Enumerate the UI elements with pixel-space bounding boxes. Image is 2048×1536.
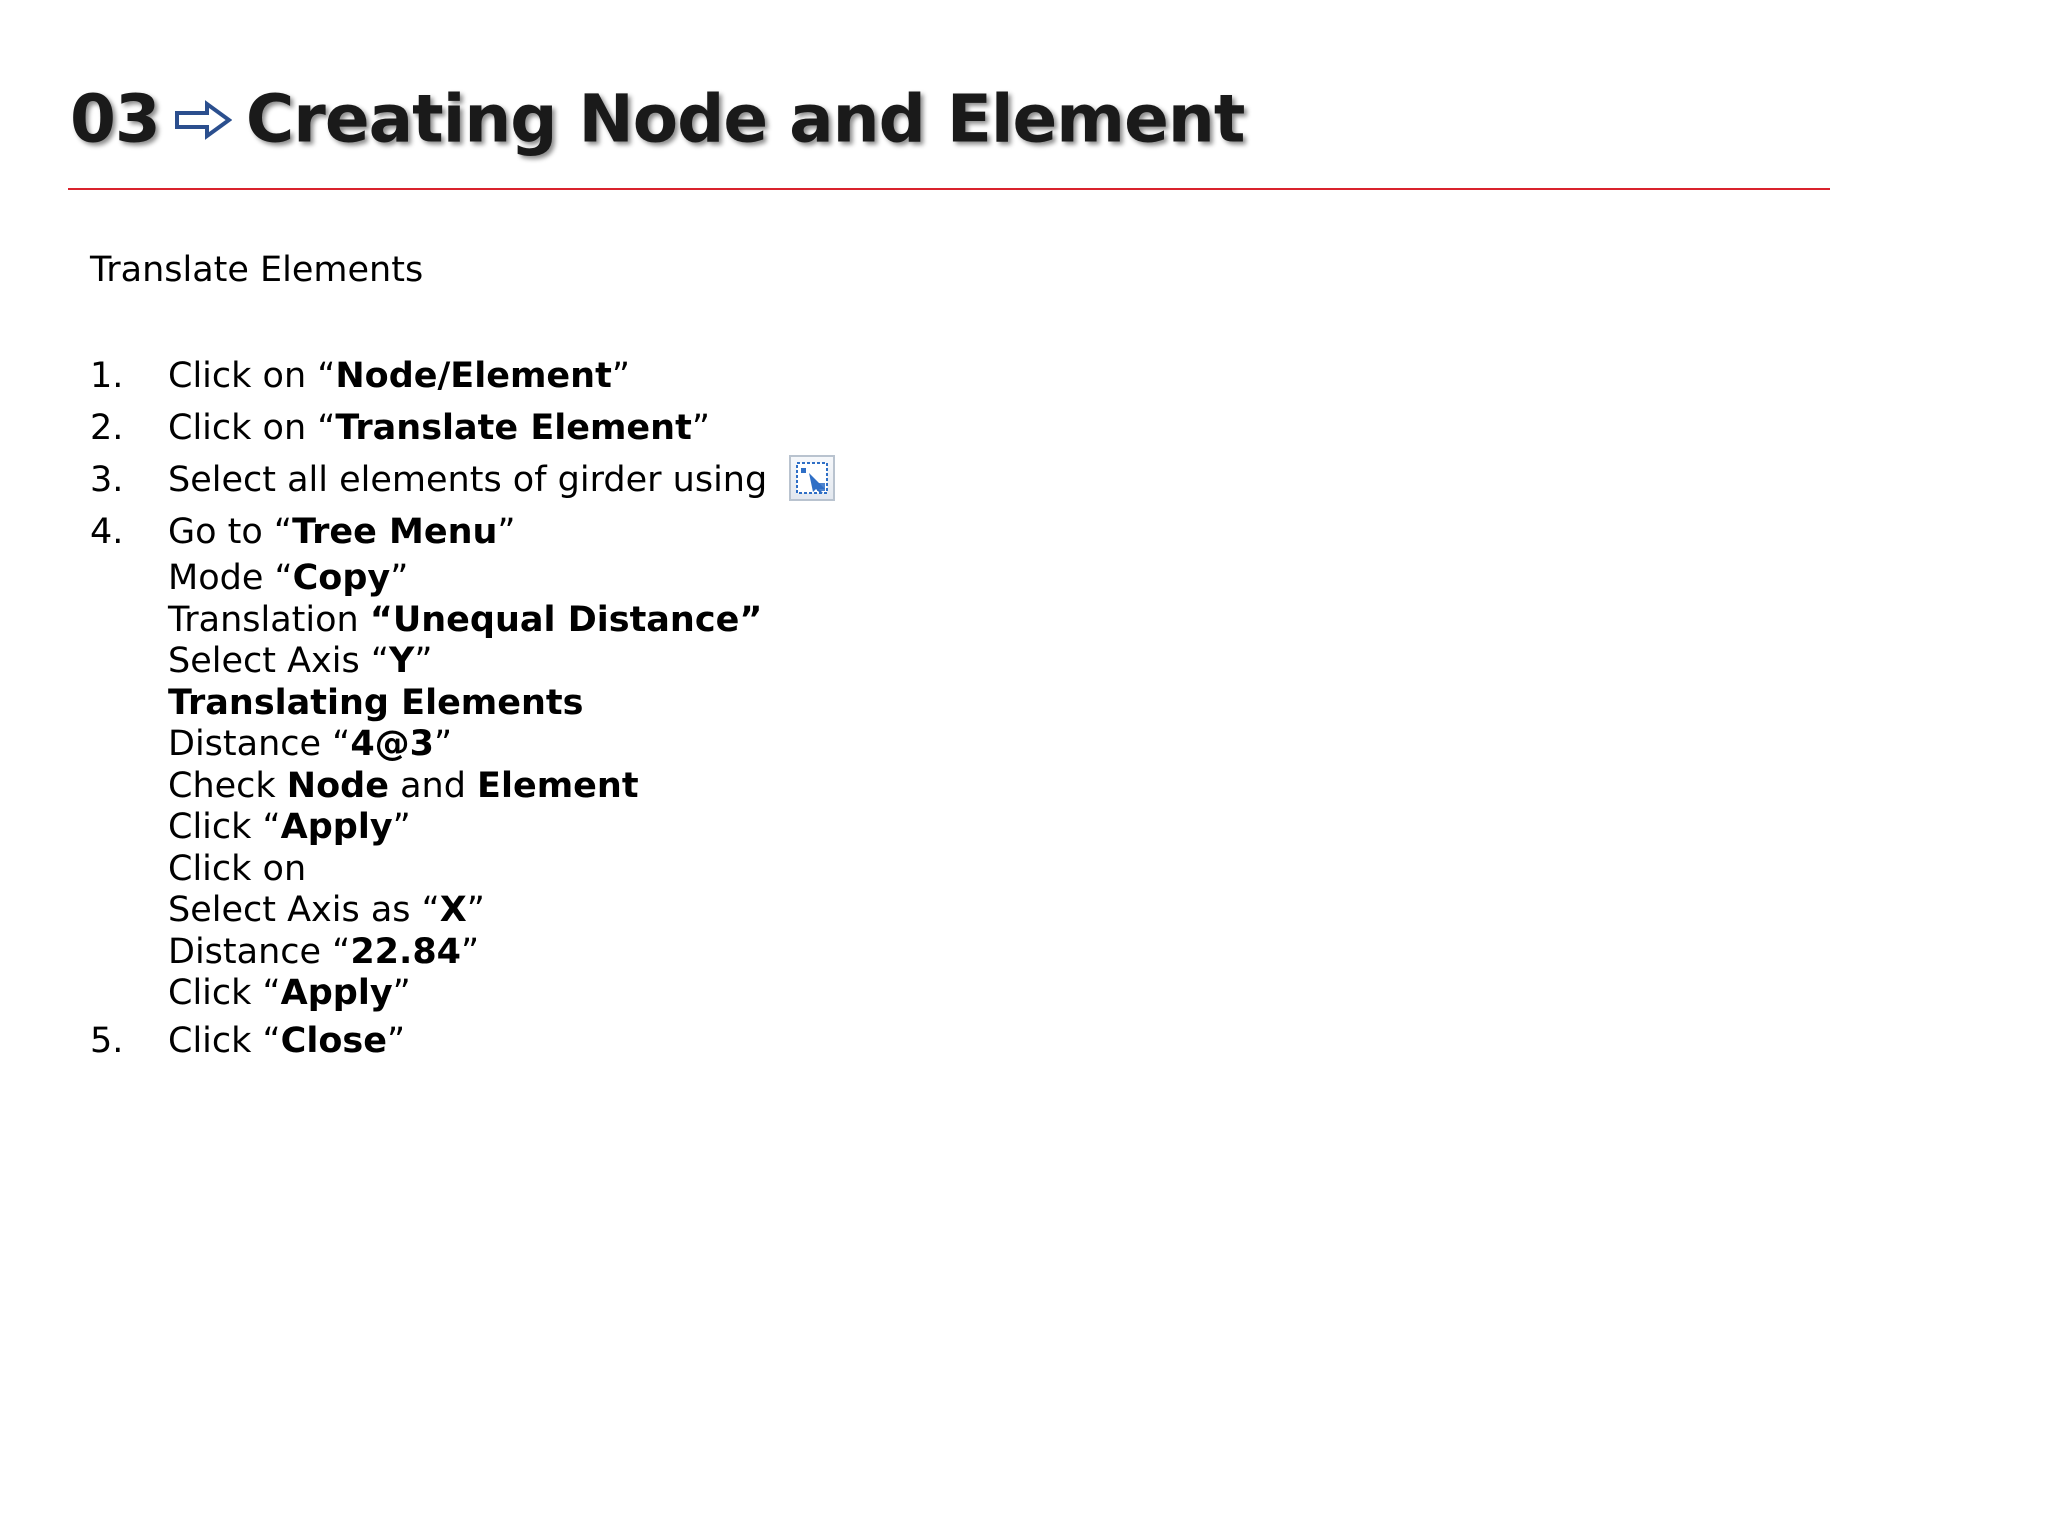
step-4: 4. Go to “Tree Menu” Mode “Copy” Transla… bbox=[90, 506, 835, 1015]
sub-step-translating-elements: Translating Elements bbox=[168, 682, 584, 723]
step-text: Select all elements of girder using bbox=[168, 454, 836, 506]
sub-step-apply-2: Click “Apply” bbox=[168, 973, 411, 1013]
step-number: 5. bbox=[90, 1020, 124, 1061]
title-text: Creating Node and Element bbox=[245, 80, 1246, 158]
title-number: 03 bbox=[70, 80, 161, 158]
title-divider bbox=[68, 188, 1830, 190]
step-text: Click on “Node/Element” bbox=[168, 356, 630, 396]
sub-step-axis-x: Select Axis as “X” bbox=[168, 890, 485, 930]
step-4-heading: Go to “Tree Menu” bbox=[168, 512, 516, 552]
steps-list: 1. Click on “Node/Element” 2. Click on “… bbox=[90, 350, 836, 1067]
step-number: 2. bbox=[90, 408, 124, 448]
sub-step-distance-2: Distance “22.84” bbox=[168, 931, 480, 972]
step-number: 4. bbox=[90, 512, 124, 552]
section-subtitle: Translate Elements bbox=[90, 250, 424, 290]
slide-title: 03 Creating Node and Element bbox=[70, 80, 1246, 165]
step-number: 1. bbox=[90, 356, 124, 396]
step-5: 5. Click “Close” bbox=[90, 1015, 835, 1067]
sub-step-check: Check Node and Element bbox=[168, 765, 639, 806]
step-text: Go to “Tree Menu” Mode “Copy” Translatio… bbox=[168, 506, 762, 1015]
sub-step-click-on: Click on bbox=[168, 848, 307, 889]
sub-step-mode: Mode “Copy” bbox=[168, 558, 409, 598]
sub-step-axis-y: Select Axis “Y” bbox=[168, 641, 433, 681]
step-2: 2. Click on “Translate Element” bbox=[90, 402, 835, 454]
step-1: 1. Click on “Node/Element” bbox=[90, 350, 835, 402]
sub-step-translation: Translation “Unequal Distance” bbox=[168, 599, 763, 640]
step-text: Click “Close” bbox=[168, 1020, 406, 1061]
sub-step-distance-1: Distance “4@3” bbox=[168, 724, 453, 764]
step-keyword: Translate Element bbox=[335, 408, 692, 448]
step-keyword: Close bbox=[280, 1020, 387, 1061]
sub-step-apply-1: Click “Apply” bbox=[168, 807, 411, 847]
step-keyword: Tree Menu bbox=[292, 512, 498, 552]
right-arrow-icon bbox=[174, 82, 233, 155]
step-keyword: Node/Element bbox=[335, 356, 612, 396]
select-window-icon bbox=[789, 455, 836, 501]
step-3: 3. Select all elements of girder using bbox=[90, 454, 836, 506]
step-number: 3. bbox=[90, 460, 124, 500]
step-text: Click on “Translate Element” bbox=[168, 408, 710, 448]
